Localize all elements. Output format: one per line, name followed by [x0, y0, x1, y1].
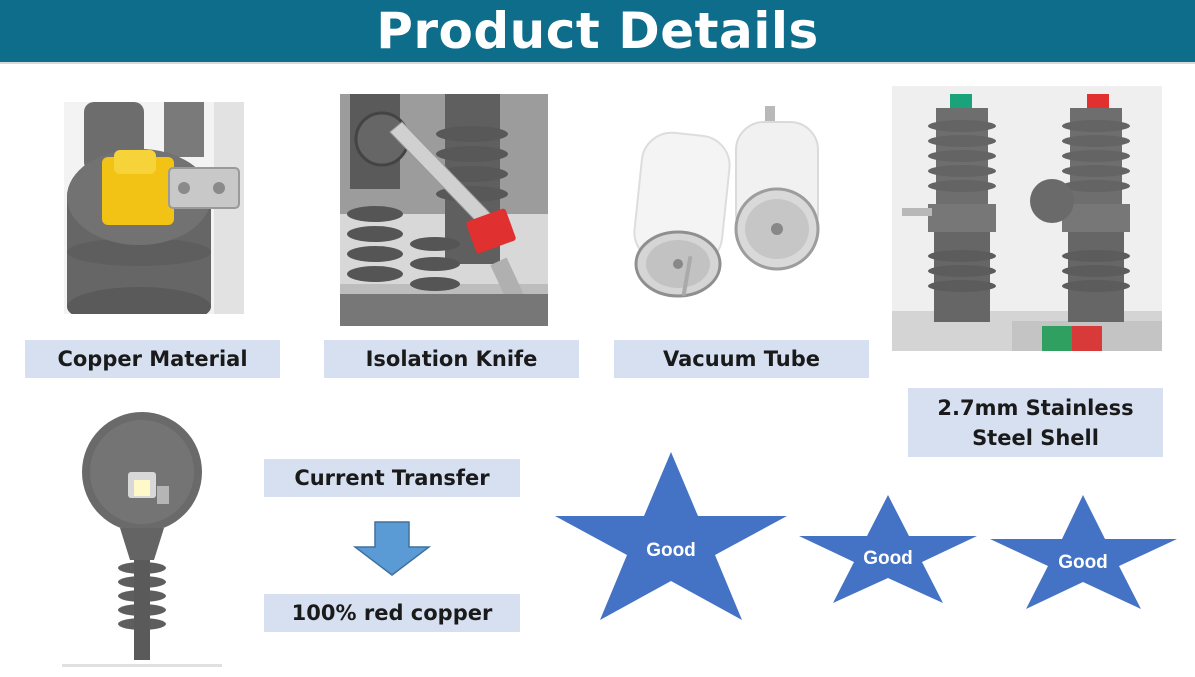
star-rating-text: Good — [863, 548, 913, 569]
isolation-knife-label: Isolation Knife — [324, 340, 579, 378]
vacuum-tube-label: Vacuum Tube — [614, 340, 869, 378]
red-copper-label: 100% red copper — [264, 594, 520, 632]
star-rating-text: Good — [646, 540, 696, 561]
current-transfer-label: Current Transfer — [264, 459, 520, 497]
star-icon: Good — [990, 495, 1177, 609]
vacuum-tube-photo — [628, 104, 828, 304]
copper-material-label: Copper Material — [25, 340, 280, 378]
down-arrow-icon — [353, 521, 431, 577]
star-icon: Good — [799, 495, 977, 603]
stainless-steel-shell-photo — [892, 86, 1162, 351]
page-title: Product Details — [376, 2, 819, 60]
isolation-knife-photo — [340, 94, 548, 326]
star-icon: Good — [555, 452, 787, 620]
current-transfer-photo — [62, 410, 222, 667]
header-banner: Product Details — [0, 0, 1195, 62]
copper-material-photo — [64, 102, 244, 314]
header-divider — [0, 62, 1195, 64]
star-rating-text: Good — [1058, 552, 1108, 573]
stainless-steel-shell-label: 2.7mm Stainless Steel Shell — [908, 388, 1163, 457]
